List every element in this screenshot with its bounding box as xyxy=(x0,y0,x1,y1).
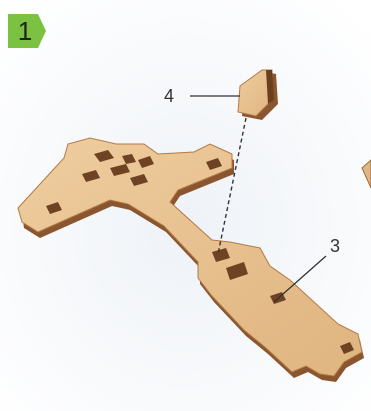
callout-label-3: 3 xyxy=(330,236,340,256)
step-badge: 1 xyxy=(8,14,46,48)
callout-label-4: 4 xyxy=(164,86,174,106)
step-number: 1 xyxy=(12,16,38,46)
